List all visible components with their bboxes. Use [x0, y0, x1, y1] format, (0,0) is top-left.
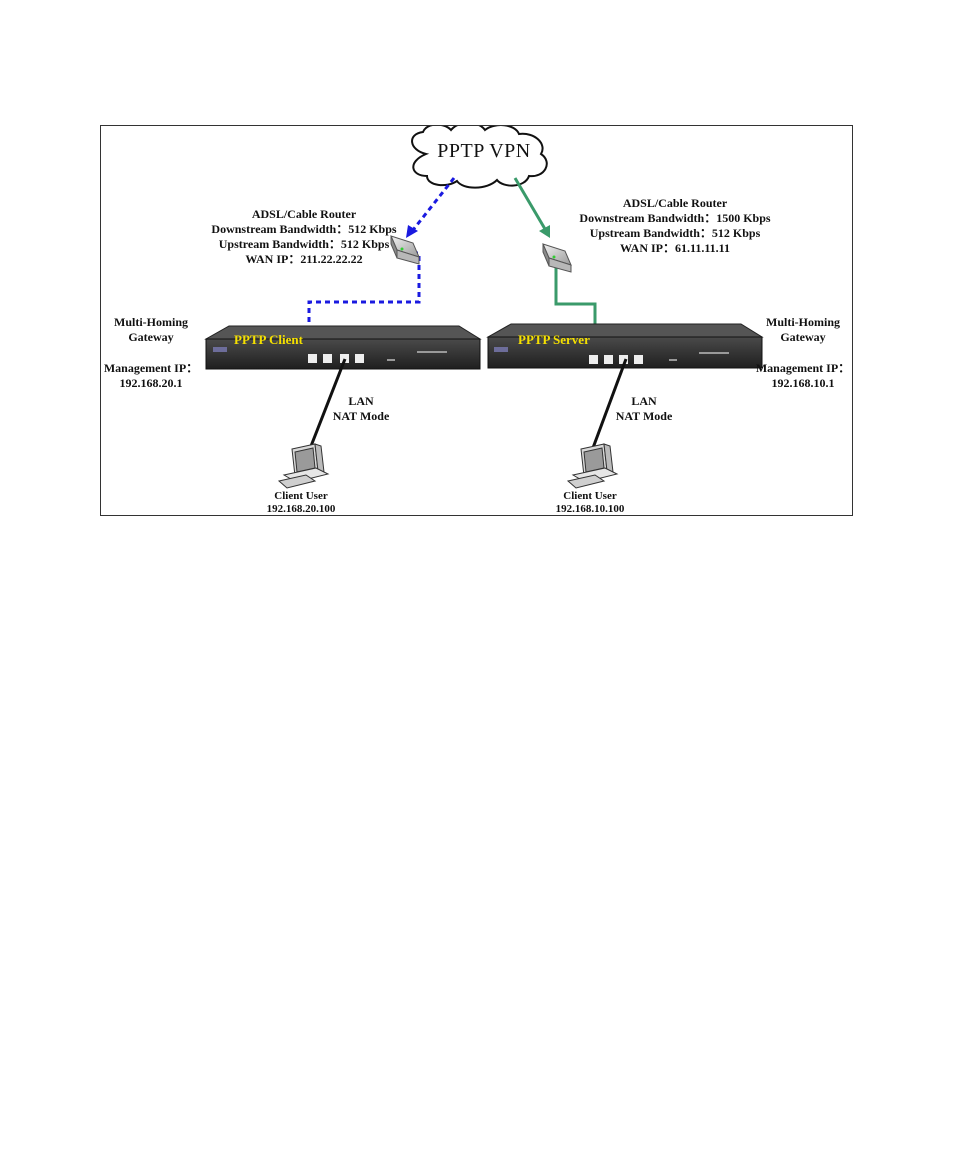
lan-label-right: LAN NAT Mode [604, 394, 684, 424]
router-title-left: ADSL/Cable Router [251, 207, 357, 221]
router-upstream-left: Upstream Bandwidth：512 Kbps [218, 237, 390, 251]
vpn-cloud-icon [411, 126, 548, 189]
computer-icon-left [277, 443, 330, 489]
router-downstream-left: Downstream Bandwidth：512 Kbps [211, 222, 397, 236]
router-info-left: ADSL/Cable Router Downstream Bandwidth：5… [189, 207, 419, 267]
router-wan-ip-right: WAN IP：61.11.11.11 [619, 241, 731, 255]
router-wan-ip-left: WAN IP：211.22.22.22 [245, 252, 363, 266]
router-upstream-right: Upstream Bandwidth：512 Kbps [589, 226, 761, 240]
cloud-label: PPTP VPN [437, 140, 531, 162]
gateway-device-left [204, 325, 482, 370]
client-name-right: Client User [563, 490, 617, 502]
gateway-name-right-2: Gateway [780, 330, 826, 344]
lan-label-left-1: LAN [348, 394, 374, 408]
diagram-graphics [204, 126, 764, 489]
device-role-left: PPTP Client [234, 332, 303, 347]
mgmt-ip-right-1: Management IP： [755, 361, 851, 375]
router-icon-right [542, 243, 572, 273]
mgmt-ip-right: Management IP： 192.168.10.1 [753, 361, 853, 391]
client-ip-left: 192.168.20.100 [266, 503, 336, 515]
device-role-right: PPTP Server [518, 332, 590, 347]
mgmt-ip-left-2: 192.168.20.1 [119, 376, 183, 390]
client-ip-right: 192.168.10.100 [555, 503, 625, 515]
lan-label-left-2: NAT Mode [332, 409, 390, 423]
client-label-right: Client User 192.168.10.100 [530, 490, 650, 516]
lan-label-right-1: LAN [631, 394, 657, 408]
computer-icon-right [566, 443, 619, 489]
gateway-label-right: Multi-Homing Gateway [753, 315, 853, 345]
mgmt-ip-right-2: 192.168.10.1 [771, 376, 835, 390]
mgmt-ip-left: Management IP： 192.168.20.1 [101, 361, 201, 391]
network-diagram: PPTP VPN ADSL/Cable Router Downstream Ba… [100, 125, 853, 516]
router-downstream-right: Downstream Bandwidth：1500 Kbps [579, 211, 771, 225]
client-label-left: Client User 192.168.20.100 [241, 490, 361, 516]
gateway-label-left: Multi-Homing Gateway [101, 315, 201, 345]
router-info-right: ADSL/Cable Router Downstream Bandwidth：1… [560, 196, 790, 256]
lan-label-left: LAN NAT Mode [321, 394, 401, 424]
lan-label-right-2: NAT Mode [615, 409, 673, 423]
gateway-name-left-2: Gateway [128, 330, 174, 344]
gateway-name-right-1: Multi-Homing [766, 315, 840, 329]
client-name-left: Client User [274, 490, 328, 502]
router-icon-left [390, 235, 420, 265]
gateway-device-right [486, 323, 764, 369]
gateway-name-left-1: Multi-Homing [114, 315, 188, 329]
router-title-right: ADSL/Cable Router [622, 196, 728, 210]
mgmt-ip-left-1: Management IP： [103, 361, 199, 375]
